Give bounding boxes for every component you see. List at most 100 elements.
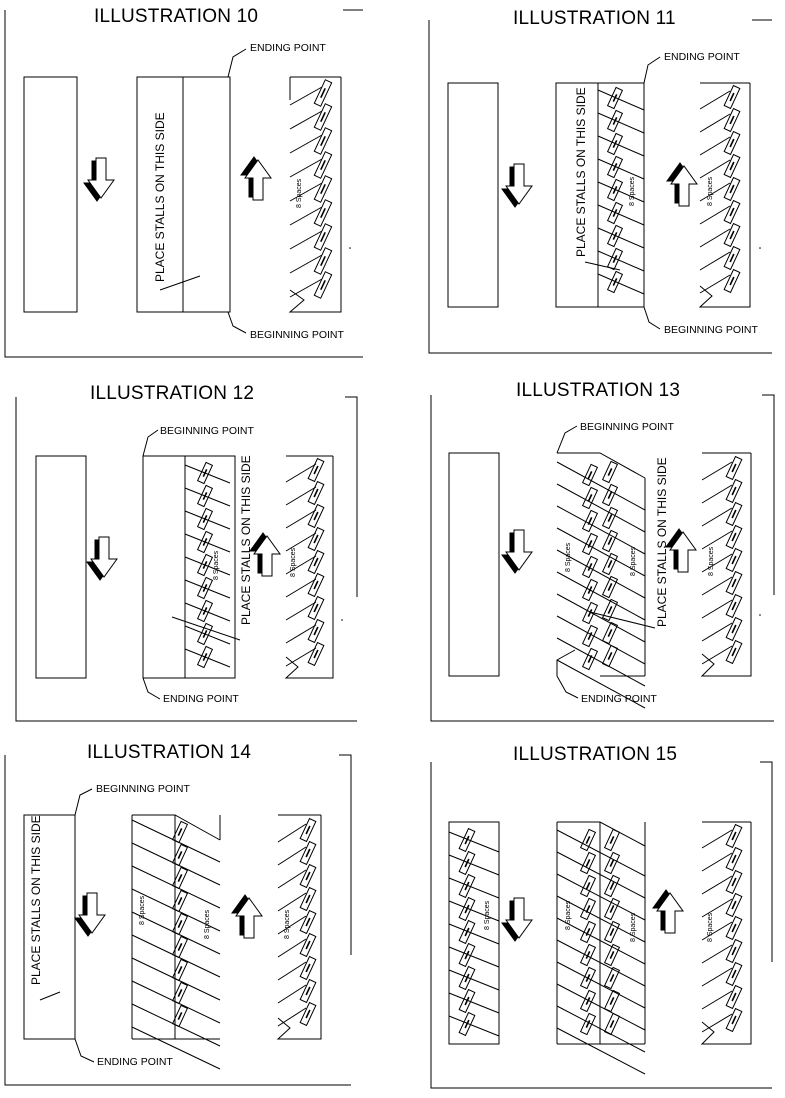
stall-marking <box>729 276 735 286</box>
stall-marking <box>609 951 615 959</box>
stall-line-12 <box>184 487 231 507</box>
stall-outline <box>725 570 743 596</box>
stall-line-14b <box>277 984 307 1004</box>
stall-marking <box>177 989 183 997</box>
spaces-label-14c: 8 Spaces <box>284 909 291 939</box>
stall-marking <box>731 647 737 657</box>
parking-stall <box>606 270 624 294</box>
stall-outline <box>725 547 743 573</box>
parking-stall <box>601 529 619 553</box>
stall-line-12b <box>285 532 317 552</box>
stall-outline <box>307 549 325 575</box>
title-illustration-14: ILLUSTRATION 14 <box>87 742 252 763</box>
stall-marking <box>587 563 593 571</box>
stall-outline <box>196 553 214 577</box>
parking-stall <box>458 988 476 1014</box>
stall-line-15b <box>701 921 733 941</box>
stall-marking <box>609 997 615 1005</box>
stall-marking <box>731 854 737 864</box>
parking-stall <box>299 840 317 866</box>
parking-stall <box>171 981 189 1005</box>
parking-stall <box>723 268 741 294</box>
stall-outline <box>601 460 619 484</box>
stall-outline <box>196 530 214 554</box>
stall-outline <box>725 846 743 872</box>
stall-outline <box>313 271 333 299</box>
parking-stall <box>603 828 621 852</box>
parking-stall <box>579 851 597 875</box>
spaces-label-14a: 8 Spaces <box>139 895 146 925</box>
stall-marking <box>729 115 735 125</box>
stall-row-11 <box>555 82 645 308</box>
stall-outline <box>171 866 189 890</box>
parking-stall <box>601 598 619 622</box>
stall-marking <box>607 583 613 591</box>
frame-11 <box>428 20 772 354</box>
stall-line-14b <box>277 915 307 935</box>
stall-marking <box>585 1020 591 1028</box>
stall-marking <box>585 997 591 1005</box>
stall-row-12 <box>142 455 236 679</box>
stall-line-11b <box>699 228 731 248</box>
parking-stall <box>307 480 325 506</box>
stall-line-13 <box>556 571 646 621</box>
stall-marking <box>320 111 326 123</box>
stall-line-13b <box>701 576 733 596</box>
stall-marking <box>464 1019 470 1029</box>
stall-line-15 <box>556 1005 646 1053</box>
ending-point-label-14: ENDING POINT <box>97 1056 173 1068</box>
stall-outline <box>458 850 476 876</box>
parking-stall <box>299 863 317 889</box>
parking-stall <box>603 920 621 944</box>
title-illustration-13: ILLUSTRATION 13 <box>516 380 681 401</box>
stall-marking <box>731 969 737 979</box>
stall-line-15 <box>556 851 646 899</box>
stall-line-12 <box>184 533 231 553</box>
stall-line-12 <box>184 625 231 645</box>
leader-place-14 <box>39 991 61 1001</box>
stall-outline <box>307 503 325 529</box>
stall-outline <box>458 965 476 991</box>
place-stalls-label-12: PLACE STALLS ON THIS SIDE <box>239 455 253 625</box>
stall-marking <box>177 874 183 882</box>
curb-island-13a <box>448 452 500 677</box>
stall-marking <box>607 537 613 545</box>
parking-stall <box>196 645 214 669</box>
stall-line-10 <box>289 206 323 226</box>
parking-stall <box>603 966 621 990</box>
parking-stall <box>606 178 624 202</box>
stall-line-10 <box>289 158 323 178</box>
stall-outline <box>725 892 743 918</box>
stall-outline <box>723 153 741 179</box>
stall-outline <box>307 572 325 598</box>
beginning-point-label-11: BEGINNING POINT <box>664 324 758 336</box>
stall-marking <box>587 632 593 640</box>
stall-line-13 <box>556 637 646 687</box>
up-arrow-icon <box>253 535 281 577</box>
parking-stall <box>171 866 189 890</box>
stall-outline <box>171 820 189 844</box>
down-arrow-icon <box>505 897 533 939</box>
place-stalls-label-10: PLACE STALLS ON THIS SIDE <box>153 112 167 282</box>
stall-line-13b <box>701 645 733 665</box>
stall-outline <box>307 457 325 483</box>
title-illustration-10: ILLUSTRATION 10 <box>94 6 259 27</box>
stall-line-14b <box>277 961 307 981</box>
stall-line-15a <box>448 992 500 1014</box>
spaces-label-11a: 8 Spaces <box>629 176 636 206</box>
ending-point-label-10: ENDING POINT <box>250 42 326 54</box>
stall-marking <box>320 87 326 99</box>
parking-stall <box>313 271 333 299</box>
parking-stall <box>601 644 619 668</box>
stall-outline <box>606 270 624 294</box>
stall-marking <box>729 138 735 148</box>
stall-marking <box>464 881 470 891</box>
stall-outline <box>458 942 476 968</box>
stall-line-11b <box>699 113 731 133</box>
stall-line-13 <box>556 659 646 709</box>
stall-outline <box>579 851 597 875</box>
stall-line-15 <box>556 873 646 921</box>
spaces-label-11b: 8 Spaces <box>707 176 714 206</box>
dot-mark <box>341 619 343 621</box>
stall-marking <box>202 561 208 569</box>
